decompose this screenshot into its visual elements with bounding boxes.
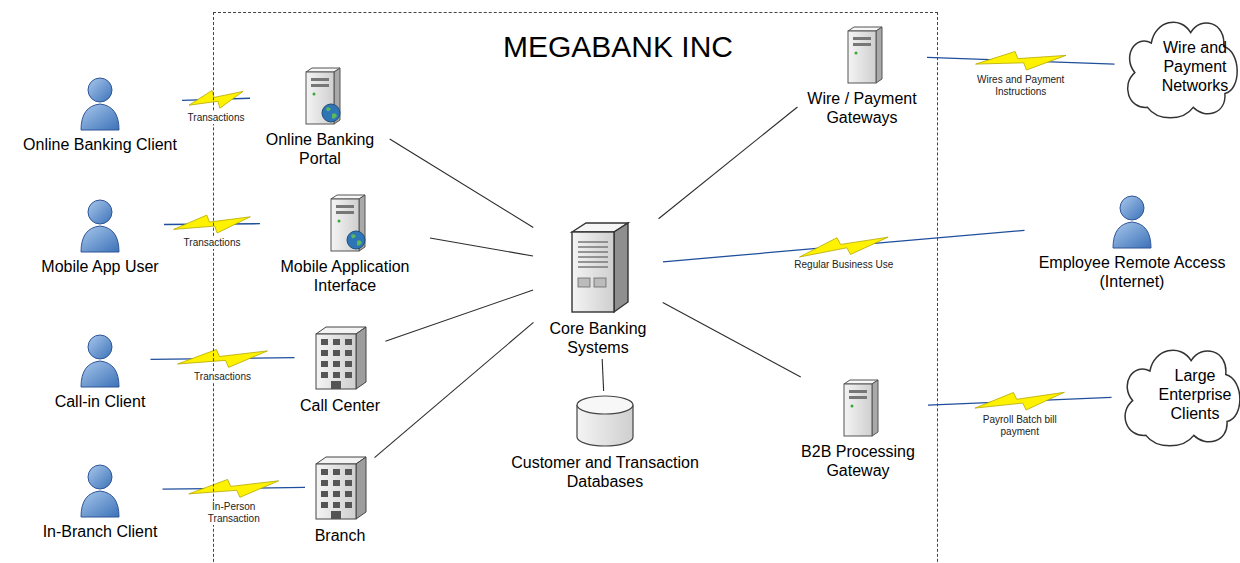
network-link bbox=[162, 479, 305, 497]
node-label: Employee Remote Access (Internet) bbox=[1030, 253, 1235, 291]
node-label: Wire and Payment Networks bbox=[1147, 38, 1240, 95]
actor-node: Call-in Client bbox=[52, 332, 149, 411]
network-link bbox=[182, 90, 250, 108]
person-icon bbox=[78, 462, 122, 518]
node-label: Call-in Client bbox=[55, 392, 146, 411]
node-label: Branch bbox=[315, 526, 366, 545]
server-icon bbox=[836, 25, 888, 85]
network-link bbox=[927, 52, 1115, 71]
person-icon bbox=[78, 332, 122, 388]
server-icon bbox=[319, 193, 371, 253]
boundary-region: MEGABANK INC Online Banking PortalMobile … bbox=[213, 12, 938, 563]
connector-line bbox=[390, 139, 534, 228]
person-icon bbox=[78, 75, 122, 131]
connector-line bbox=[375, 322, 534, 457]
network-link bbox=[928, 392, 1112, 410]
node-label: Core Banking Systems bbox=[538, 319, 658, 357]
node-label: B2B Processing Gateway bbox=[793, 442, 923, 480]
region-title: MEGABANK INC bbox=[503, 30, 733, 64]
server-icon bbox=[832, 378, 884, 438]
server-node: Online Banking Portal bbox=[252, 66, 388, 168]
connector-line bbox=[430, 238, 533, 256]
network-link bbox=[164, 215, 260, 233]
person-icon bbox=[78, 197, 122, 253]
connector-line bbox=[659, 107, 798, 219]
link-label: Payroll Batch bill payment bbox=[978, 414, 1062, 438]
node-label: Online Banking Client bbox=[23, 135, 177, 154]
mainframe-node: Core Banking Systems bbox=[535, 220, 661, 357]
server-node: B2B Processing Gateway bbox=[790, 378, 926, 480]
node-label: Customer and Transaction Databases bbox=[503, 453, 708, 491]
link-label: Transactions bbox=[186, 112, 247, 124]
server-node: Wire / Payment Gateways bbox=[799, 25, 925, 127]
building-node: Call Center bbox=[297, 322, 384, 415]
connector-line bbox=[663, 302, 801, 377]
network-link bbox=[150, 350, 294, 368]
person-icon bbox=[1110, 193, 1154, 249]
building-icon bbox=[310, 322, 370, 392]
link-label: In-Person Transaction bbox=[202, 501, 266, 525]
database-icon bbox=[573, 393, 637, 449]
node-label: In-Branch Client bbox=[43, 522, 158, 541]
node-label: Call Center bbox=[300, 396, 380, 415]
actor-node: Mobile App User bbox=[38, 197, 162, 276]
node-label: Mobile App User bbox=[41, 257, 158, 276]
actor-node: In-Branch Client bbox=[40, 462, 161, 541]
connector-line bbox=[385, 290, 533, 341]
building-node: Branch bbox=[307, 452, 373, 545]
node-label: Wire / Payment Gateways bbox=[802, 89, 922, 127]
building-icon bbox=[310, 452, 370, 522]
node-label: Large Enterprise Clients bbox=[1144, 366, 1240, 423]
link-label: Transactions bbox=[192, 371, 253, 383]
server-icon bbox=[294, 66, 346, 126]
node-label: Mobile Application Interface bbox=[265, 257, 425, 295]
mainframe-icon bbox=[562, 220, 634, 315]
server-node: Mobile Application Interface bbox=[262, 193, 428, 295]
link-label: Regular Business Use bbox=[792, 259, 895, 271]
actor-node: Employee Remote Access (Internet) bbox=[1027, 193, 1238, 291]
actor-node: Online Banking Client bbox=[20, 75, 180, 154]
database-node: Customer and Transaction Databases bbox=[500, 393, 711, 491]
network-link bbox=[663, 230, 1025, 261]
node-label: Online Banking Portal bbox=[255, 130, 385, 168]
cloud-node: Wire and Payment Networks bbox=[1117, 10, 1240, 123]
connector-line bbox=[602, 359, 603, 391]
cloud-node: Large Enterprise Clients bbox=[1114, 338, 1240, 451]
link-label: Wires and Payment Instructions bbox=[964, 74, 1078, 98]
link-label: Transactions bbox=[182, 237, 243, 249]
